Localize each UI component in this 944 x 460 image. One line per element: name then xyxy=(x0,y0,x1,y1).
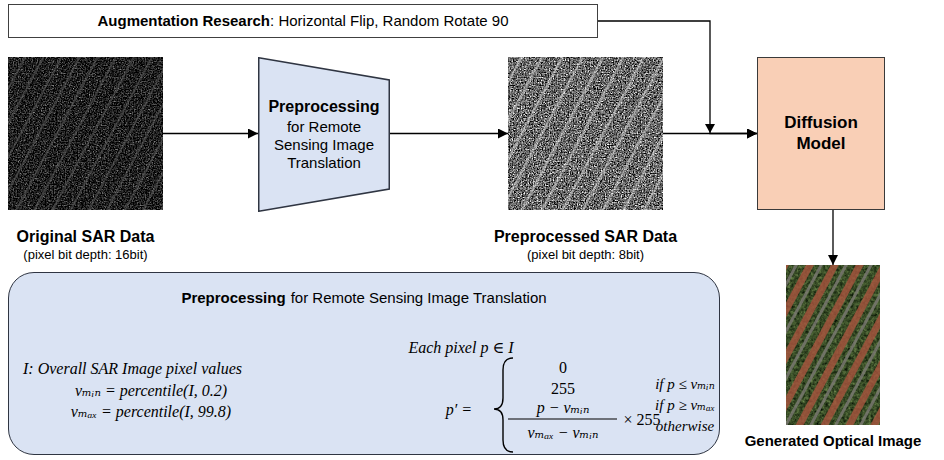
text-group: if p ≤ vₘᵢₙ xyxy=(655,375,715,393)
text-group: p′ = xyxy=(446,400,472,419)
original-sar-image xyxy=(8,57,163,210)
node-text: for Remote Sensing Image Translation xyxy=(291,289,547,307)
text-group: Original SAR Data(pixel bit depth: 16bit… xyxy=(17,227,155,263)
node-heading: Preprocessing xyxy=(268,97,379,116)
preprocessed-sar-image xyxy=(508,57,663,210)
text-group: Diffusion Model xyxy=(758,58,884,209)
flow-arrow xyxy=(163,133,258,134)
fraction-bar xyxy=(508,418,617,419)
node-text: 0 xyxy=(559,358,567,377)
sar-speckle xyxy=(508,57,663,210)
text-group: I: Overall SAR Image pixel values xyxy=(23,359,242,378)
flow-arrow xyxy=(663,133,757,134)
roof-rows xyxy=(786,265,880,425)
node-text: vₘₐₓ − vₘᵢₙ xyxy=(528,423,599,442)
text-group: 255 xyxy=(551,379,575,398)
sar-structure xyxy=(8,57,163,210)
flow-arrow xyxy=(832,210,833,265)
trapezoid-shape xyxy=(259,58,390,212)
text-group: vₘᵢₙ = percentile(I, 0.2) xyxy=(75,381,227,400)
text-group: Preprocessing for Remote Sensing Image Tr… xyxy=(9,289,719,307)
node-text: : Horizontal Flip, Random Rotate 90 xyxy=(270,12,508,30)
sar-speckle xyxy=(8,57,163,210)
node-text: if p ≥ vₘₐₓ xyxy=(655,396,715,414)
sar-image-node: Preprocessed SAR Data(pixel bit depth: 8… xyxy=(508,57,663,210)
node-text: p − vₘᵢₙ xyxy=(537,398,590,417)
text-group: Each pixel p ∈ I xyxy=(408,338,513,357)
text-group: × 255 xyxy=(623,410,660,429)
node-text: 255 xyxy=(551,379,575,398)
node-text: (pixel bit depth: 8bit) xyxy=(527,247,644,263)
node-text: vₘᵢₙ = percentile(I, 0.2) xyxy=(75,381,227,400)
node-text: vₘₐₓ = percentile(I, 99.8) xyxy=(71,402,231,421)
sar-image-node: Original SAR Data(pixel bit depth: 16bit… xyxy=(8,57,163,210)
augmentation-box: Augmentation Research: Horizontal Flip, … xyxy=(8,4,598,38)
diffusion-model-box: Diffusion Model xyxy=(757,57,885,210)
flow-arrow xyxy=(390,133,508,134)
preprocessing-trapezoid: Preprocessing for Remote Sensing Image Tr… xyxy=(258,57,390,212)
node-heading: Diffusion Model xyxy=(776,113,866,154)
node-text: Each pixel p ∈ I xyxy=(408,338,513,357)
vegetation-texture xyxy=(786,265,880,425)
optical-image-node: Generated Optical Image xyxy=(786,265,880,425)
text-group: p − vₘᵢₙ xyxy=(537,398,590,417)
text-group: Preprocessing for Remote Sensing Image Tr… xyxy=(258,57,390,212)
node-text: I: Overall SAR Image pixel values xyxy=(23,359,242,378)
preprocessing-panel: Preprocessing for Remote Sensing Image Tr… xyxy=(8,272,720,455)
text-group: vₘₐₓ = percentile(I, 99.8) xyxy=(71,402,231,421)
node-text: p′ = xyxy=(446,400,472,419)
text-group: Generated Optical Image xyxy=(745,432,922,450)
text-group: vₘₐₓ − vₘᵢₙ xyxy=(528,423,599,442)
node-text: for Remote Sensing Image Translation xyxy=(268,118,380,172)
node-heading: Augmentation Research xyxy=(98,12,271,30)
generated-optical-image xyxy=(786,265,880,425)
node-heading: Generated Optical Image xyxy=(745,432,922,450)
sar-structure xyxy=(508,57,663,210)
node-text: (pixel bit depth: 16bit) xyxy=(23,247,147,263)
text-group: Preprocessed SAR Data(pixel bit depth: 8… xyxy=(494,227,677,263)
node-text: if p ≤ vₘᵢₙ xyxy=(655,375,715,393)
node-heading: Original SAR Data xyxy=(17,227,155,246)
text-group: Augmentation Research: Horizontal Flip, … xyxy=(9,5,597,37)
merge-arrowhead xyxy=(705,124,715,133)
node-text: otherwise xyxy=(656,417,714,435)
text-group: 0 xyxy=(559,358,567,377)
node-heading: Preprocessed SAR Data xyxy=(494,227,677,246)
node-heading: Preprocessing xyxy=(181,289,285,307)
curly-brace xyxy=(494,358,513,452)
flow-arrow xyxy=(598,21,757,134)
node-text: × 255 xyxy=(623,410,660,429)
text-group: if p ≥ vₘₐₓ xyxy=(655,396,715,414)
text-group: otherwise xyxy=(656,417,714,435)
